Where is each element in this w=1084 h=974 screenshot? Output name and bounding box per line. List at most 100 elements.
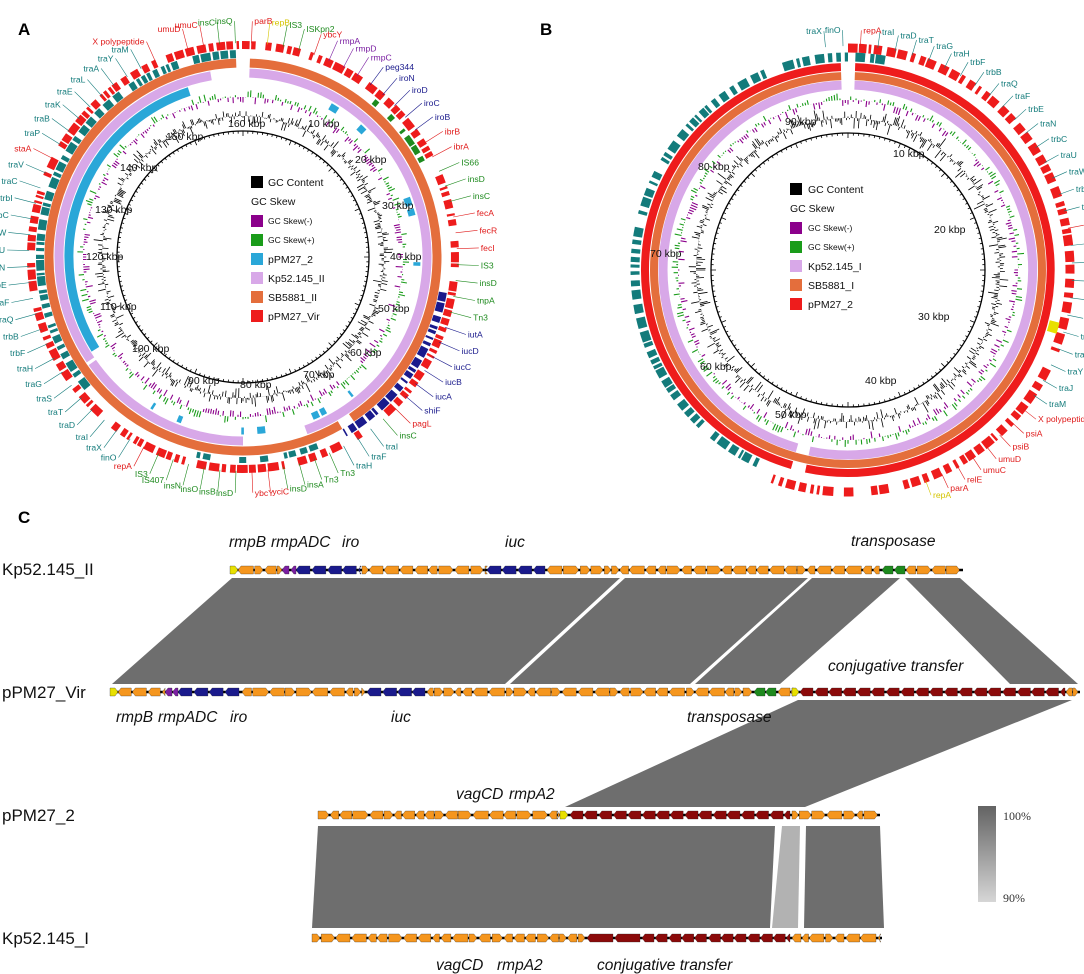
gene-arrow	[630, 687, 644, 697]
gene-label: insD	[290, 484, 307, 494]
gene-block	[208, 43, 215, 52]
gene-label: Tn3	[473, 313, 488, 323]
gene-label: traT	[919, 35, 935, 45]
label-leader	[87, 79, 103, 97]
gene-label: traA	[83, 63, 99, 73]
gene-block	[797, 482, 807, 493]
gene-arrow	[594, 687, 610, 697]
gene-block	[667, 140, 681, 154]
label-leader	[234, 21, 236, 44]
label-leader	[343, 445, 355, 466]
gene-arrow	[311, 565, 327, 575]
gene-block	[329, 441, 343, 454]
legend-swatch	[251, 310, 263, 322]
gene-block	[639, 329, 652, 343]
gene-arrow	[856, 810, 863, 820]
kbp-label: 80 kbp	[698, 161, 730, 173]
track-ppm27-vir	[109, 687, 1080, 697]
gene-block	[918, 55, 927, 67]
gene-arrow	[656, 810, 670, 820]
gene-block	[58, 140, 68, 150]
gene-block	[281, 460, 286, 470]
legend-swatch	[790, 222, 802, 234]
gene-label: umuD	[158, 24, 181, 34]
gene-label: traP	[24, 128, 40, 138]
panel-a-letter: A	[18, 20, 30, 39]
gene-block	[704, 104, 713, 114]
gene-arrow	[900, 687, 915, 697]
gene-arrow	[642, 810, 656, 820]
gene-block	[60, 154, 70, 163]
gene-label: traI	[76, 432, 88, 442]
gene-arrow	[786, 933, 791, 943]
gene-arrow	[929, 687, 943, 697]
gene-block	[78, 124, 90, 137]
gene-block	[435, 174, 446, 186]
gene-arrow	[894, 565, 906, 575]
gene-block	[184, 46, 196, 57]
label-leader	[27, 343, 48, 354]
gene-block	[150, 59, 159, 69]
label-leader	[988, 83, 1000, 97]
gene-block	[65, 141, 78, 155]
gene-block	[448, 281, 458, 292]
gene-label: traX	[86, 443, 102, 453]
gene-block	[34, 311, 45, 322]
panel-b: B 90 kbp 10 kbp 20 kbp 30 kbp 40 kbp 50 …	[540, 20, 1084, 500]
gene-label: traI	[882, 27, 894, 37]
gene-block	[220, 50, 229, 60]
gene-block	[72, 135, 82, 145]
gene-label: traY	[1068, 367, 1084, 377]
gene-block	[434, 301, 445, 313]
gene-block	[1010, 410, 1022, 421]
kbp-label: 50 kbp	[378, 303, 410, 315]
label-leader	[974, 72, 985, 86]
gene-arrow	[641, 933, 655, 943]
gene-block	[781, 59, 796, 72]
label-leader	[267, 22, 271, 45]
gene-block	[283, 452, 288, 459]
label-leader	[217, 469, 221, 492]
gene-label: insC	[198, 17, 215, 27]
gc-content-trace	[93, 110, 394, 407]
gene-block	[981, 435, 995, 450]
gene-block	[120, 75, 130, 86]
gene-block	[33, 306, 42, 313]
gene-block	[689, 117, 700, 128]
gene-label: X polypeptide	[1038, 414, 1084, 424]
kbp-label: 120 kbp	[86, 251, 124, 263]
label-leader	[370, 428, 384, 447]
gene-arrow	[881, 565, 894, 575]
label-leader	[956, 465, 966, 480]
cluster-label-vagcd: vagCD	[436, 957, 483, 974]
legend-skew-minus: GC Skew(-)	[268, 216, 313, 226]
gene-arrow	[177, 687, 193, 697]
gene-label: psiB	[1013, 442, 1030, 452]
gene-block	[48, 347, 61, 361]
gene-label: traD	[59, 420, 75, 430]
gene-arrow	[327, 565, 342, 575]
gene-arrow	[549, 933, 559, 943]
gene-block	[347, 422, 358, 434]
kbp-label: 60 kbp	[350, 347, 382, 359]
gene-label: fecA	[477, 208, 494, 218]
gene-block	[740, 451, 753, 464]
gene-arrow	[706, 565, 722, 575]
gene-block	[653, 362, 663, 370]
gene-arrow	[548, 810, 558, 820]
gene-block	[665, 384, 677, 394]
gene-arrow	[777, 687, 791, 697]
gene-label: peg344	[385, 62, 414, 72]
kbp-label: 30 kbp	[918, 311, 950, 323]
gene-arrow	[295, 565, 311, 575]
gene-arrow	[987, 687, 1001, 697]
gene-block	[416, 345, 429, 358]
gene-block	[1057, 316, 1070, 330]
label-leader	[165, 459, 174, 481]
synteny-block	[565, 700, 1072, 807]
gene-arrow	[484, 565, 488, 575]
label-leader	[394, 89, 411, 106]
gene-arrow	[559, 810, 569, 820]
label-leader	[53, 384, 72, 399]
label-leader	[432, 146, 452, 158]
